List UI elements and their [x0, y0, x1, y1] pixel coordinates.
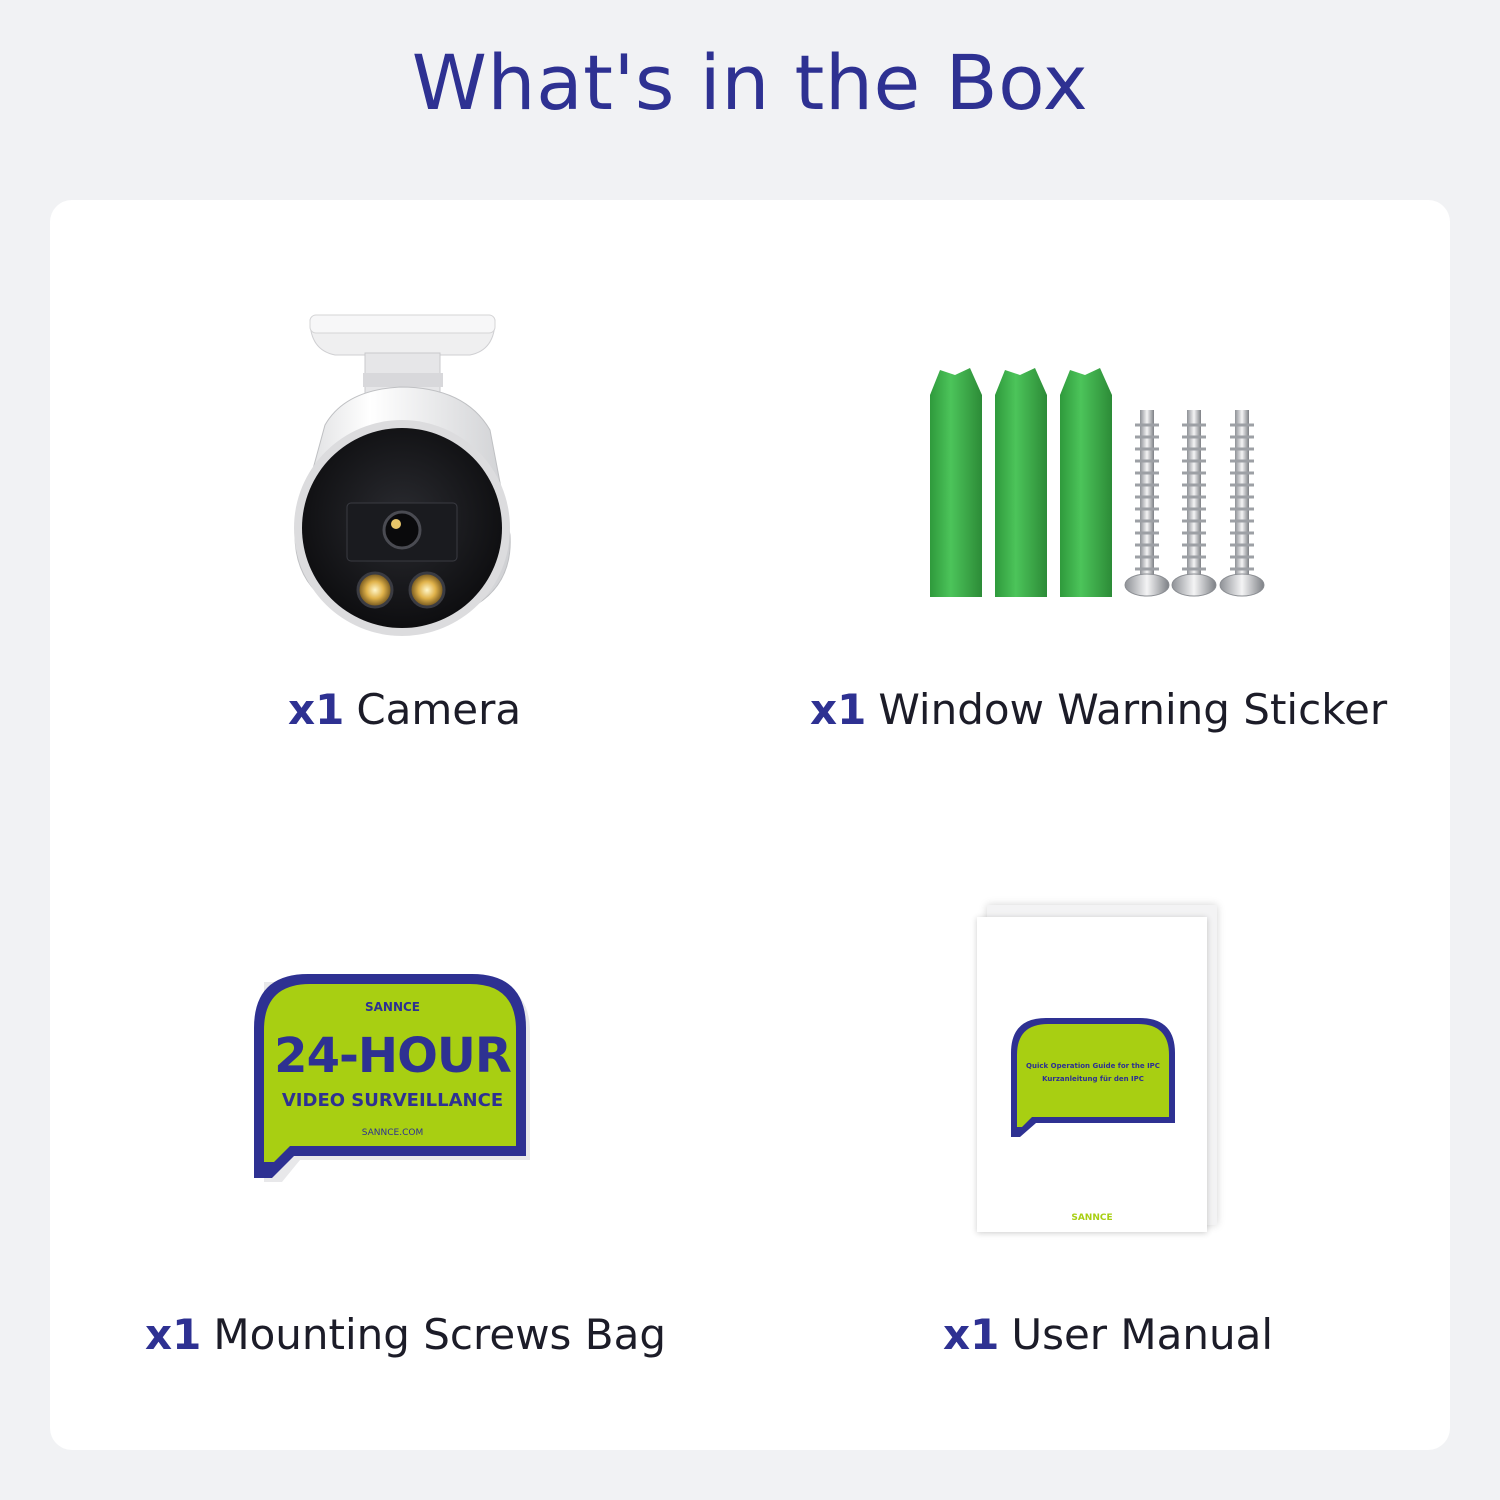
sticker-brand: SANNCE — [364, 1000, 421, 1014]
item-label: Mounting Screws Bag — [213, 1310, 666, 1359]
manual-title-line2: Kurzanleitung für den IPC — [1042, 1075, 1144, 1083]
item-qty: x1 — [943, 1310, 1000, 1359]
page-title: What's in the Box — [411, 38, 1089, 127]
manual-booklet-image: Quick Operation Guide for the IPC Kurzan… — [975, 905, 1220, 1235]
sticker-headline: 24-HOUR — [274, 1028, 512, 1084]
sticker-url: SANNCE.COM — [361, 1128, 424, 1138]
camera-image — [294, 314, 511, 636]
warning-sticker-image: SANNCE 24-HOUR VIDEO SURVEILLANCE SANNCE… — [250, 970, 535, 1185]
sticker-subline: VIDEO SURVEILLANCE — [281, 1090, 504, 1111]
manual-brand: SANNCE — [1071, 1213, 1113, 1223]
item-label: User Manual — [1011, 1310, 1274, 1359]
item-label: Camera — [356, 685, 522, 734]
item-label: Window Warning Sticker — [878, 685, 1388, 734]
manual-title-line1: Quick Operation Guide for the IPC — [1026, 1062, 1160, 1070]
item-qty: x1 — [810, 685, 867, 734]
item-qty: x1 — [288, 685, 345, 734]
item-qty: x1 — [145, 1310, 202, 1359]
screws — [1124, 410, 1265, 597]
anchors-and-screws-image — [930, 368, 1265, 597]
plastic-anchors — [930, 368, 1112, 597]
